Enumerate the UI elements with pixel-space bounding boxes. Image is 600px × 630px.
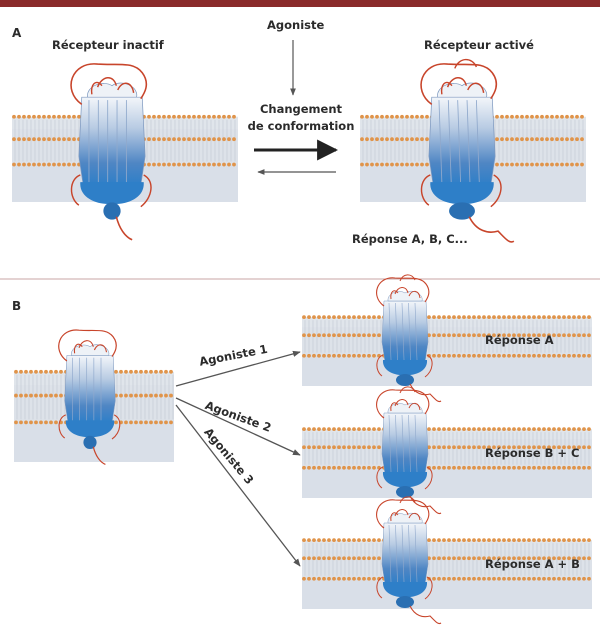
active-receptor-title: Récepteur activé — [424, 38, 534, 52]
receptor-inactive-intracellular — [80, 182, 144, 204]
receptor-active-n-terminus — [420, 63, 498, 106]
agonist-label: Agoniste — [267, 18, 325, 32]
membrane-b2 — [302, 427, 592, 498]
panel-b-label: B — [12, 299, 22, 313]
receptor-inactive-g-domain — [103, 202, 121, 220]
receptor-b2-c-terminus — [409, 495, 442, 515]
receptor-b2-cap — [387, 402, 423, 414]
receptor-b-source-g-domain — [83, 435, 97, 449]
receptor-active-cap — [437, 82, 488, 98]
receptor-b1 — [376, 274, 442, 403]
response-2-label: Réponse B + C — [485, 446, 580, 460]
receptor-b-source-cap — [71, 344, 110, 356]
top-rule — [0, 0, 600, 7]
receptor-active-helices — [428, 96, 496, 186]
receptor-active-c-terminus — [468, 216, 515, 243]
membrane-b1 — [302, 315, 592, 386]
membrane-b3 — [302, 538, 592, 609]
receptor-inactive-c-terminus — [115, 216, 133, 241]
receptor-b-source-c-terminus — [92, 446, 106, 465]
receptor-b2-helices — [381, 412, 429, 475]
receptor-active — [420, 58, 515, 243]
agonist-1-arrow — [175, 350, 301, 387]
conformation-change-line1: Changement — [259, 102, 343, 116]
receptor-b3-cap — [387, 512, 423, 524]
receptor-b-source-n-terminus — [58, 329, 117, 362]
receptor-inactive-cap — [87, 82, 138, 98]
receptor-b3 — [376, 496, 442, 625]
agonist-2-arrow — [175, 397, 301, 456]
receptor-b1-g-domain — [396, 374, 414, 386]
receptor-b-source — [58, 329, 121, 465]
receptor-inactive-n-terminus — [70, 63, 148, 106]
receptor-inactive — [70, 63, 152, 241]
panel-a-label: A — [12, 26, 22, 40]
receptor-b3-helices — [381, 522, 429, 585]
receptor-b3-c-terminus — [409, 605, 442, 625]
receptor-b3-g-domain — [396, 596, 414, 608]
response-abc-label: Réponse A, B, C... — [352, 232, 468, 246]
receptor-active-g-domain — [449, 202, 475, 220]
receptor-b2 — [376, 386, 442, 515]
receptor-b2-g-domain — [396, 486, 414, 498]
conformation-change-line2: de conformation — [247, 119, 355, 133]
receptor-b1-helices — [381, 300, 429, 363]
receptor-b1-c-terminus — [409, 383, 442, 403]
response-3-label: Réponse A + B — [485, 557, 580, 571]
receptor-b-source-intracellular — [65, 420, 115, 438]
receptor-active-intracellular — [430, 182, 494, 204]
receptor-b1-intracellular — [382, 360, 428, 376]
response-1-label: Réponse A — [485, 333, 554, 347]
receptor-b2-intracellular — [382, 472, 428, 488]
agonist-3-arrow — [175, 404, 301, 567]
receptor-b3-intracellular — [382, 582, 428, 598]
inactive-receptor-title: Récepteur inactif — [52, 38, 164, 52]
receptor-b1-cap — [387, 290, 423, 302]
